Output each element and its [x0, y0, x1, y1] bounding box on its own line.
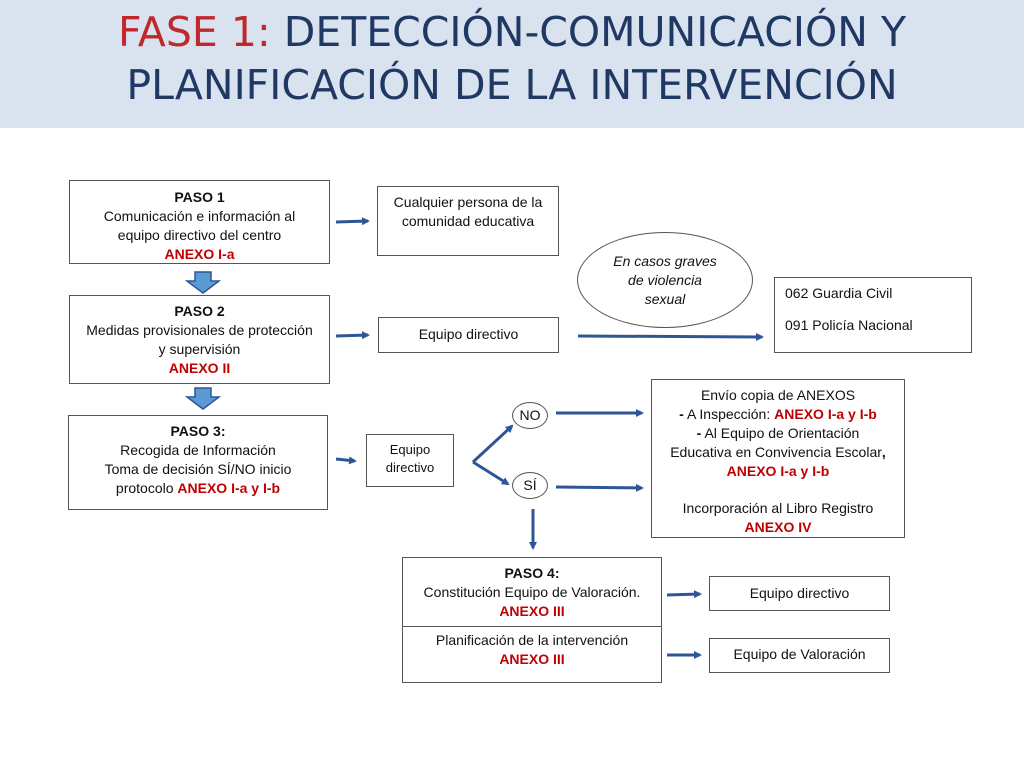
- envio-line2-text: A Inspección:: [683, 406, 775, 422]
- equipo-directivo-box-3: Equipo directivo: [709, 576, 890, 611]
- paso4-line1: Constitución Equipo de Valoración.: [423, 584, 641, 600]
- paso3-box: PASO 3: Recogida de Información Toma de …: [68, 415, 328, 510]
- planificacion-anexo: ANEXO III: [499, 651, 565, 667]
- envio-line2-dash: -: [679, 406, 684, 422]
- title-line2: PLANIFICACIÓN DE LA INTERVENCIÓN: [126, 61, 898, 109]
- paso2-anexo: ANEXO II: [168, 360, 231, 376]
- down-arrow-paso2-to-paso3: [184, 387, 222, 410]
- casos-graves-line3: sexual: [644, 290, 686, 307]
- paso2-line2: y supervisión: [158, 341, 241, 357]
- equipo-directivo-3-label: Equipo directivo: [749, 585, 850, 601]
- cualquier-line1: Cualquier persona de la: [393, 194, 543, 210]
- casos-graves-ellipse: En casos graves de violencia sexual: [577, 232, 753, 328]
- equipo-valoracion-label: Equipo de Valoración: [733, 646, 866, 662]
- no-label: NO: [519, 407, 541, 423]
- cualquier-line2: comunidad educativa: [401, 213, 535, 229]
- equipo-directivo-2-line2: directivo: [385, 460, 435, 475]
- page-title: FASE 1: DETECCIÓN-COMUNICACIÓN Y PLANIFI…: [0, 6, 1024, 112]
- arrow-casos-graves-to-emergencias: [577, 332, 764, 341]
- paso3-anexo: ANEXO I-a y I-b: [177, 480, 281, 496]
- envio-line2-anexo: ANEXO I-a y I-b: [774, 406, 877, 422]
- planificacion-box: Planificación de la intervención ANEXO I…: [402, 626, 662, 683]
- paso1-line2: equipo directivo del centro: [117, 227, 282, 243]
- paso4-heading: PASO 4:: [504, 565, 560, 581]
- si-box: SÍ: [512, 472, 548, 499]
- policia-nacional: 091 Policía Nacional: [785, 317, 913, 333]
- paso1-heading: PASO 1: [174, 189, 225, 205]
- down-arrow-paso1-to-paso2: [184, 271, 222, 294]
- paso1-anexo: ANEXO I-a: [164, 246, 235, 262]
- arrow-paso1-to-persona: [335, 217, 370, 226]
- envio-line4: Educativa en Convivencia Escolar,: [652, 443, 904, 462]
- arrow-paso2-to-directivo: [335, 331, 370, 340]
- envio-line5-anexo: ANEXO I-a y I-b: [726, 463, 830, 479]
- envio-line3-dash: -: [696, 425, 702, 441]
- envio-line7-anexo: ANEXO IV: [744, 519, 812, 535]
- equipo-valoracion-box: Equipo de Valoración: [709, 638, 890, 673]
- paso3-line3: protocolo ANEXO I-a y I-b: [69, 479, 327, 498]
- equipo-directivo-1-label: Equipo directivo: [418, 326, 519, 342]
- equipo-directivo-2-line1: Equipo: [389, 442, 431, 457]
- casos-graves-line2: de violencia: [628, 271, 702, 288]
- arrow-paso3-to-directivo: [335, 456, 357, 465]
- branch-to-no: [471, 424, 514, 464]
- paso4-box: PASO 4: Constitución Equipo de Valoració…: [402, 557, 662, 627]
- envio-anexos-box: Envío copia de ANEXOS - A Inspección: AN…: [651, 379, 905, 538]
- title-line1: DETECCIÓN-COMUNICACIÓN Y: [270, 8, 906, 56]
- paso2-line1: Medidas provisionales de protección: [86, 322, 313, 338]
- branch-to-si: [472, 460, 510, 486]
- paso3-line1: Recogida de Información: [120, 442, 276, 458]
- paso4-anexo: ANEXO III: [499, 603, 565, 619]
- paso3-heading: PASO 3:: [170, 423, 226, 439]
- planificacion-line1: Planificación de la intervención: [435, 632, 629, 648]
- envio-line3-text: Al Equipo de Orientación: [701, 425, 860, 441]
- paso1-box: PASO 1 Comunicación e información al equ…: [69, 180, 330, 264]
- paso3-line2: Toma de decisión SÍ/NO inicio: [104, 461, 292, 477]
- envio-line3: - Al Equipo de Orientación: [652, 424, 904, 443]
- si-label: SÍ: [523, 477, 537, 493]
- no-box: NO: [512, 402, 548, 429]
- paso3-line3-text: protocolo: [115, 480, 178, 496]
- arrow-si-to-envio: [555, 483, 644, 492]
- envio-line2: - A Inspección: ANEXO I-a y I-b: [652, 405, 904, 424]
- guardia-civil: 062 Guardia Civil: [785, 285, 893, 301]
- envio-line6: Incorporación al Libro Registro: [682, 500, 874, 516]
- paso2-box: PASO 2 Medidas provisionales de protecci…: [69, 295, 330, 384]
- cualquier-persona-box: Cualquier persona de la comunidad educat…: [377, 186, 559, 256]
- paso1-line1: Comunicación e información al: [103, 208, 296, 224]
- title-prefix: FASE 1:: [117, 8, 271, 56]
- emergencias-box: 062 Guardia Civil 091 Policía Nacional: [774, 277, 972, 353]
- title-banner: [0, 0, 1024, 128]
- casos-graves-line1: En casos graves: [613, 252, 717, 269]
- envio-line4-comma: ,: [881, 444, 886, 460]
- arrow-paso4-to-directivo: [666, 590, 702, 599]
- envio-line4-text: Educativa en Convivencia Escolar: [670, 444, 882, 460]
- envio-line1: Envío copia de ANEXOS: [700, 387, 856, 403]
- paso2-heading: PASO 2: [174, 303, 225, 319]
- equipo-directivo-box-1: Equipo directivo: [378, 317, 559, 353]
- equipo-directivo-box-2: Equipo directivo: [366, 434, 454, 487]
